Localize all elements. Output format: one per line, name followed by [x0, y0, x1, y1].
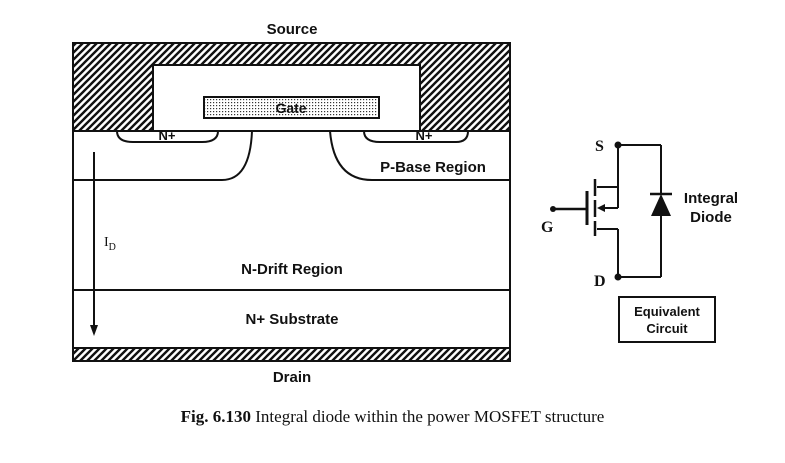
n-drift-label: N-Drift Region	[241, 261, 343, 278]
figure-caption: Fig. 6.130 Integral diode within the pow…	[0, 407, 785, 427]
n-plus-right-label: N+	[416, 128, 433, 143]
diode-symbol	[651, 194, 671, 216]
drain-terminal-label: D	[594, 273, 606, 290]
body-arrowhead	[597, 204, 605, 212]
substrate-label: N+ Substrate	[246, 311, 339, 328]
gate-terminal-label: G	[541, 219, 554, 236]
drain-current-arrowhead	[90, 325, 98, 336]
diode-label-line1: Integral	[684, 190, 738, 207]
figure-number: Fig. 6.130	[180, 407, 252, 426]
drain-metal	[72, 347, 511, 362]
diode-label-line2: Diode	[690, 209, 732, 226]
source-label: Source	[267, 21, 318, 38]
p-base-label: P-Base Region	[380, 159, 486, 176]
box-label-line2: Circuit	[646, 321, 688, 336]
gate-label: Gate	[275, 100, 306, 116]
gate-electrode	[203, 96, 380, 119]
drain-label: Drain	[273, 369, 311, 386]
p-base-left	[73, 130, 253, 181]
n-plus-left-well	[116, 130, 219, 143]
source-terminal-label: S	[595, 138, 604, 155]
n-plus-right-well	[363, 130, 469, 143]
figure-caption-text: Integral diode within the power MOSFET s…	[251, 407, 605, 426]
n-plus-left-label: N+	[159, 128, 176, 143]
box-label-line1: Equivalent	[634, 304, 700, 319]
p-base-right	[329, 130, 510, 181]
gate-node	[550, 206, 556, 212]
current-label: ID	[104, 235, 116, 253]
equivalent-circuit-box	[618, 296, 716, 343]
